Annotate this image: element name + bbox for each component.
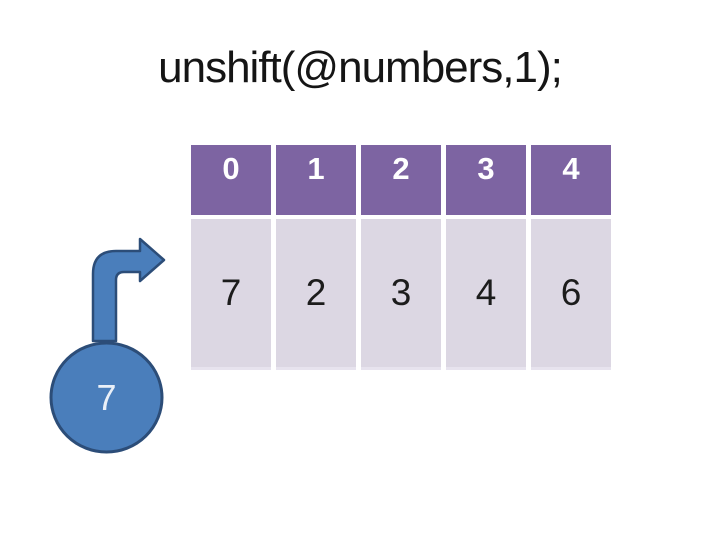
array-value-cell: 7	[191, 219, 271, 370]
array-value-cell: 4	[446, 219, 526, 370]
array-index-cell: 0	[191, 145, 271, 215]
array-index-cell: 2	[361, 145, 441, 215]
slide-title: unshift(@numbers,1);	[158, 43, 563, 92]
array-value-cell: 6	[531, 219, 611, 370]
inserted-value-label: 7	[96, 377, 117, 418]
array-index-cell: 1	[276, 145, 356, 215]
array-value-cell: 2	[276, 219, 356, 370]
array-value-cell: 3	[361, 219, 441, 370]
array-index-cell: 3	[446, 145, 526, 215]
array-index-cell: 4	[531, 145, 611, 215]
bent-arrow-icon	[91, 237, 166, 343]
array-table: 0 1 2 3 4 7 2 3 4 6	[191, 145, 611, 370]
